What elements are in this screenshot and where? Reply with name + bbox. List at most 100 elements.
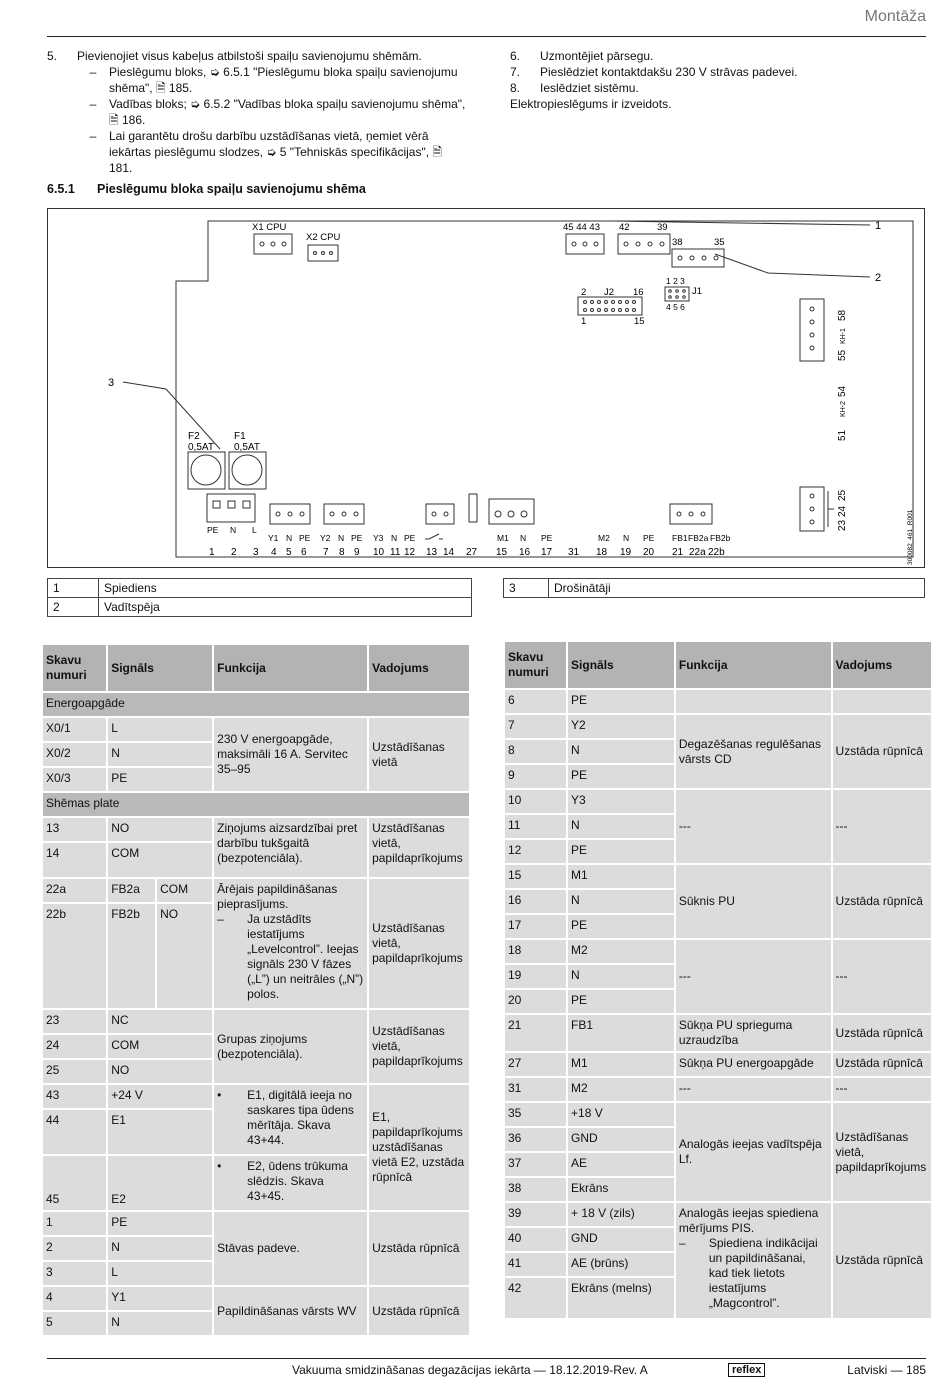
function-cell: --- <box>675 1078 831 1101</box>
cell: 4 <box>43 1287 107 1310</box>
legend-num: 1 <box>47 578 99 598</box>
cell: 42 <box>505 1278 567 1318</box>
cell: 22a <box>43 879 107 902</box>
cell: 44 <box>43 1110 107 1154</box>
function-cell: Analogās ieejas vadītspēja Lf. <box>675 1103 831 1201</box>
function-cell: •E2, ūdens trūkuma slēdzis. Skava 43+45. <box>214 1156 368 1210</box>
dash: – <box>89 65 97 79</box>
terminal-label-l: L <box>252 525 257 535</box>
wiring-cell: Uzstādīšanas vietā, papildaprīkojums <box>369 818 469 877</box>
cell: 37 <box>505 1153 567 1176</box>
cell: Ekrāns (melns) <box>568 1278 674 1318</box>
cell: 9 <box>505 765 567 788</box>
cell: 10 <box>505 790 567 813</box>
step-sub-text[interactable]: Vadības bloks; ➭ 6.5.2 "Vadības bloka sp… <box>109 97 466 127</box>
step-text: Ieslēdziet sistēmu. <box>540 81 639 95</box>
x1-cpu-label: X1 CPU <box>252 222 286 233</box>
cell: 41 <box>505 1253 567 1276</box>
cell: FB1 <box>568 1015 674 1051</box>
legend-num: 2 <box>47 597 99 617</box>
function-text: Ārējais papildināšanas pieprasījums. <box>217 882 338 911</box>
wiring-cell: Uzstādīšanas vietā, papildaprīkojums <box>832 1103 931 1201</box>
function-cell: --- <box>675 940 831 1013</box>
cell: 16 <box>505 890 567 913</box>
cell: 15 <box>505 865 567 888</box>
cell: NC <box>108 1010 213 1033</box>
terminal-55: 55 <box>837 349 848 361</box>
x2-cpu-label: X2 CPU <box>306 232 340 243</box>
drawing-code: 300082_461_R001 <box>907 509 914 565</box>
step-sub-text[interactable]: Pieslēgumu bloks, ➭ 6.5.1 "Pieslēgumu bl… <box>109 65 458 95</box>
cell: PE <box>568 990 674 1013</box>
terminal-label-pe: PE <box>351 533 363 543</box>
wiring-cell: --- <box>832 940 931 1013</box>
terminal-25: 25 <box>837 489 848 501</box>
footer-page: Latviski — 185 <box>847 1363 926 1377</box>
terminal-number: 13 <box>426 547 438 558</box>
col-header: Signāls <box>568 642 674 688</box>
terminal-label-y2: Y2 <box>320 533 331 543</box>
terminal-number: 19 <box>620 547 632 558</box>
step-text: Uzmontējiet pārsegu. <box>540 49 654 63</box>
j2-pin-16: 16 <box>633 287 644 298</box>
cell: PE <box>568 690 674 713</box>
cell: COM <box>108 1035 213 1058</box>
cell: 6 <box>505 690 567 713</box>
wiring-cell: Uzstāda rūpnīcā <box>832 1053 931 1076</box>
cell: 21 <box>505 1015 567 1051</box>
terminal-label-pe: PE <box>643 533 655 543</box>
cell: N <box>108 1312 213 1335</box>
terminal-label-y1: Y1 <box>268 533 279 543</box>
terminal-label-pe: PE <box>207 525 219 535</box>
wiring-cell: E1, papildaprīkojums uzstādīšanas vietā … <box>369 1085 469 1210</box>
j2-pin-1: 1 <box>581 316 586 327</box>
terminal-58: 58 <box>837 309 848 321</box>
cell: 22b <box>43 904 107 1008</box>
cell: 11 <box>505 815 567 838</box>
terminal-number: 4 <box>271 547 277 558</box>
cell: 23 <box>43 1010 107 1033</box>
subsection-title: Pieslēgumu bloka spaiļu savienojumu shēm… <box>97 182 366 196</box>
terminal-number: 3 <box>253 547 259 558</box>
terminal-label-n: N <box>230 525 236 535</box>
cell: NO <box>157 904 213 1008</box>
cell: 8 <box>505 740 567 763</box>
right-steps: 6.Uzmontējiet pārsegu. 7.Pieslēdziet kon… <box>510 48 910 112</box>
terminal-number: 22a <box>689 547 706 558</box>
cell: 2 <box>43 1237 107 1260</box>
fuse-f1-label: F1 <box>234 431 246 442</box>
terminal-number: 31 <box>568 547 580 558</box>
cell: Ekrāns <box>568 1178 674 1201</box>
function-text: Analogās ieejas spiediena mērījums PIS. <box>678 1206 819 1235</box>
step-sub-text[interactable]: Lai garantētu drošu darbību uzstādīšanas… <box>109 129 443 175</box>
page-header: Montāža <box>47 0 926 37</box>
terminal-number: 8 <box>339 547 345 558</box>
section-row: Energoapgāde <box>43 693 469 716</box>
function-cell: Ārējais papildināšanas pieprasījums.–Ja … <box>214 879 368 1008</box>
function-note: Ja uzstādīts iestatījums „Levelcontrol”.… <box>247 912 364 1001</box>
cell: M2 <box>568 940 674 963</box>
callout-3: 3 <box>108 377 114 389</box>
cell: Y1 <box>108 1287 213 1310</box>
cell: NO <box>108 1060 213 1083</box>
cell: PE <box>108 1212 213 1235</box>
section-row: Shēmas plate <box>43 793 469 816</box>
j2-pin-2: 2 <box>581 287 586 298</box>
cell: 18 <box>505 940 567 963</box>
kh2-label: KH-2 <box>840 401 847 417</box>
terminal-label-y3: Y3 <box>373 533 384 543</box>
function-cell: Grupas ziņojums (bezpotenciāla). <box>214 1010 368 1083</box>
cell: E2 <box>108 1156 213 1210</box>
cell: 5 <box>43 1312 107 1335</box>
terminal-number: 1 <box>209 547 215 558</box>
wiring-cell: Uzstādīšanas vietā <box>369 718 469 791</box>
wiring-diagram-svg: 1 2 3 X1 CPU X2 CPU 45 44 43 42 39 38 35… <box>108 220 914 565</box>
cell: PE <box>568 915 674 938</box>
terminal-number: 17 <box>541 547 553 558</box>
dash: – <box>89 97 97 111</box>
cell: N <box>568 890 674 913</box>
terminal-label-n: N <box>520 533 526 543</box>
cell: 19 <box>505 965 567 988</box>
